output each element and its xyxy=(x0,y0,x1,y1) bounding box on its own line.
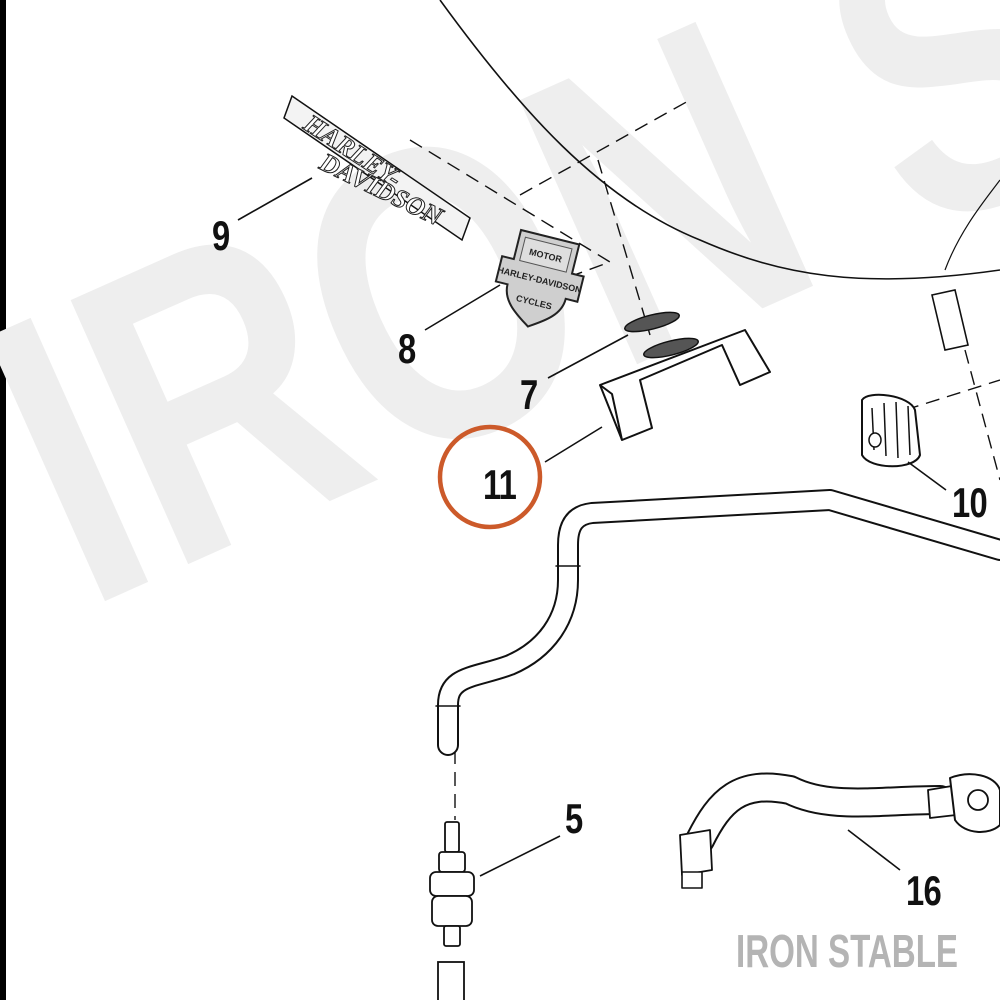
watermark-text: IRON S xyxy=(0,0,1000,691)
fuel-tank-outline xyxy=(439,0,1000,280)
brand-label: IRON STABLE xyxy=(736,925,959,977)
callout-10: 10 xyxy=(952,479,988,526)
callout-7: 7 xyxy=(520,371,538,418)
fuel-tank-seam xyxy=(944,179,1000,271)
callout-8: 8 xyxy=(398,325,416,372)
vent-cylinder xyxy=(931,289,969,351)
adhesive-pads xyxy=(624,311,699,359)
callout-9: 9 xyxy=(212,212,230,259)
inline-fuel-filter xyxy=(429,821,475,1000)
bar-and-shield-emblem: MOTOR HARLEY-DAVIDSON CYCLES xyxy=(494,228,585,328)
callout-16: 16 xyxy=(906,867,942,914)
left-edge-bar xyxy=(0,0,6,1000)
callout-11: 11 xyxy=(483,461,517,508)
fuel-hose-assembly xyxy=(679,772,1000,889)
mounting-bracket xyxy=(599,329,771,441)
highlight-circle xyxy=(437,424,543,530)
fuel-line-tube xyxy=(435,489,1000,756)
assembly-dashed-lines xyxy=(409,99,1000,820)
filler-cap xyxy=(861,393,922,468)
callout-leader-lines xyxy=(237,177,947,877)
callout-5: 5 xyxy=(565,795,583,842)
